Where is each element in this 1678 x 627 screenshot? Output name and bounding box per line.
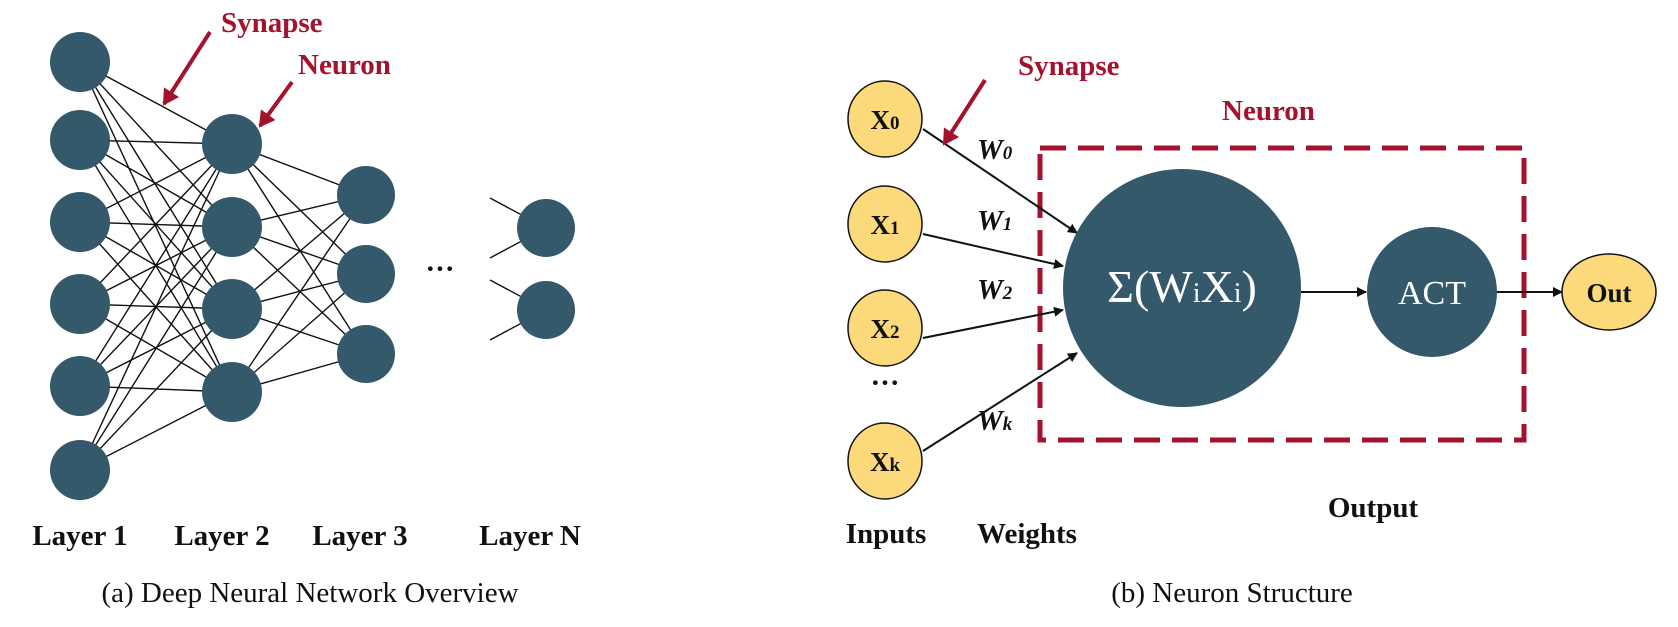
layers-ellipsis: ··· bbox=[425, 253, 454, 285]
synapse-line bbox=[79, 61, 233, 393]
weighted-input-arrow bbox=[922, 352, 1078, 452]
input-node bbox=[847, 80, 923, 158]
output-label: Output bbox=[1328, 492, 1419, 524]
synapse-line bbox=[79, 61, 233, 310]
output-node-label: Out bbox=[1586, 278, 1631, 308]
weighted-input-arrow bbox=[922, 233, 1064, 269]
input-node bbox=[847, 185, 923, 263]
input-node-label: X1 bbox=[871, 210, 900, 240]
neuron-node bbox=[50, 274, 110, 334]
input-node bbox=[847, 422, 923, 500]
neuron-node bbox=[337, 245, 395, 303]
neuron-label-b: Neuron bbox=[1222, 95, 1315, 127]
synapse-line bbox=[231, 194, 367, 393]
neuron-node bbox=[202, 114, 262, 174]
neuron-pointer-arrow bbox=[258, 80, 294, 128]
input-node-label: Xk bbox=[870, 447, 901, 477]
synapse-line bbox=[231, 226, 367, 355]
weighted-input-arrow bbox=[922, 306, 1064, 339]
neuron-boundary-box bbox=[1037, 145, 1527, 443]
weights-label: Weights bbox=[977, 518, 1077, 550]
inputs-ellipsis: ··· bbox=[870, 367, 899, 399]
layer-3-label: Layer 3 bbox=[312, 520, 407, 552]
synapse-label-b: Synapse bbox=[1018, 50, 1120, 82]
layer-2-label: Layer 2 bbox=[174, 520, 269, 552]
layer-1-label: Layer 1 bbox=[32, 520, 127, 552]
weight-label: W0 bbox=[977, 134, 1013, 166]
weight-label: W2 bbox=[977, 274, 1013, 306]
synapse-pointer-arrow bbox=[162, 30, 212, 106]
neuron-node bbox=[50, 440, 110, 500]
weight-label: W1 bbox=[977, 205, 1012, 237]
layer-neurons bbox=[50, 32, 575, 500]
synapse-line bbox=[79, 308, 233, 471]
neuron-node bbox=[50, 110, 110, 170]
synapse-line bbox=[79, 143, 233, 387]
input-node-label: X2 bbox=[871, 314, 900, 344]
neuron-node bbox=[50, 32, 110, 92]
synapse-line bbox=[79, 143, 233, 305]
neuron-node bbox=[202, 197, 262, 257]
neuron-label: Neuron bbox=[298, 49, 391, 81]
neuron-node bbox=[202, 362, 262, 422]
deep-network-panel: Synapse Neuron ··· Layer 1 Layer 2 Layer… bbox=[32, 7, 581, 609]
synapse-line bbox=[79, 143, 233, 471]
neuron-node bbox=[517, 199, 575, 257]
input-node bbox=[847, 289, 923, 367]
summation-node bbox=[1063, 169, 1301, 407]
neuron-node bbox=[202, 279, 262, 339]
caption-b: (b) Neuron Structure bbox=[1111, 577, 1353, 609]
synapse-pointer-arrow bbox=[942, 78, 987, 146]
synapse-line bbox=[231, 143, 367, 355]
neuron-node bbox=[50, 192, 110, 252]
caption-a: (a) Deep Neural Network Overview bbox=[101, 577, 518, 609]
synapse-line bbox=[79, 226, 233, 471]
synapse-label: Synapse bbox=[221, 7, 323, 39]
output-node bbox=[1561, 253, 1657, 331]
weighted-input-arrow bbox=[922, 128, 1078, 234]
neuron-node bbox=[50, 356, 110, 416]
neuron-node bbox=[517, 281, 575, 339]
input-node-label: X0 bbox=[871, 105, 900, 135]
synapse-connections bbox=[79, 61, 547, 471]
synapse-line bbox=[231, 143, 367, 275]
activation-node bbox=[1367, 227, 1497, 357]
weight-label: Wk bbox=[977, 405, 1013, 437]
inputs-label: Inputs bbox=[846, 518, 927, 550]
summation-formula: Σ(WiXi) bbox=[1107, 261, 1257, 312]
activation-label: ACT bbox=[1398, 275, 1466, 312]
neuron-node bbox=[337, 325, 395, 383]
neuron-node bbox=[337, 166, 395, 224]
layer-n-label: Layer N bbox=[479, 520, 581, 552]
